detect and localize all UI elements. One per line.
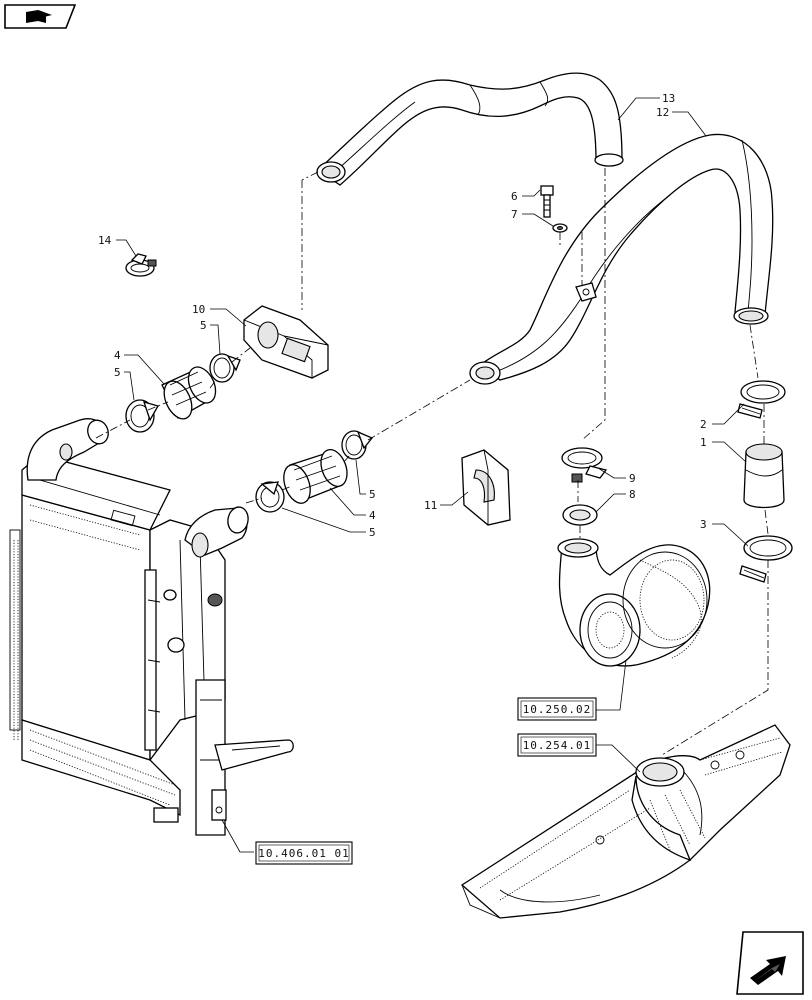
callout-5: 5 [369,526,376,539]
ref-label-intake-manifold: 10.254.01 [523,739,592,752]
seal-8[interactable] [562,504,598,526]
callout-4: 4 [114,349,121,362]
ref-box-intake-manifold[interactable]: 10.254.01 [517,733,597,757]
callout-14: 14 [98,234,112,247]
callout-1: 1 [700,436,707,449]
hose-4-lower[interactable] [279,446,352,507]
bracket-11[interactable] [461,449,511,526]
hose-4-upper[interactable] [159,363,221,423]
intake-manifold[interactable] [460,724,791,919]
turbocharger[interactable] [557,538,711,667]
clamp-5-a[interactable] [209,353,241,383]
radiator-assembly[interactable] [9,417,294,836]
clamp-14[interactable] [125,253,157,277]
clamp-9[interactable] [561,447,608,483]
callout-13: 13 [662,92,675,105]
book-flag-icon[interactable] [4,3,77,30]
clamp-5-c[interactable] [341,430,374,460]
callout-10: 10 [192,303,205,316]
callout-3: 3 [700,518,707,531]
callouts: 13 12 14 10 5 4 5 6 7 11 5 4 5 9 8 2 1 3 [98,92,707,539]
leader-lines [116,97,749,853]
clamp-3[interactable] [739,535,793,583]
ref-label-radiator: 10.406.01 01 [258,847,349,860]
clamp-2[interactable] [737,380,786,419]
sleeve-1[interactable] [743,443,785,509]
bolt-6[interactable] [540,185,554,218]
callout-5: 5 [200,319,207,332]
clamp-5-b[interactable] [125,399,159,433]
ref-label-turbocharger: 10.250.02 [523,703,592,716]
ref-box-turbocharger[interactable]: 10.250.02 [517,697,597,721]
callout-5: 5 [369,488,376,501]
callout-9: 9 [629,472,636,485]
callout-7: 7 [511,208,518,221]
assembly-lines [95,168,769,756]
callout-4: 4 [369,509,376,522]
hose-12[interactable] [469,133,774,385]
callout-12: 12 [656,106,669,119]
hose-13[interactable] [316,72,624,186]
callout-5: 5 [114,366,121,379]
ref-box-radiator[interactable]: 10.406.01 01 [255,841,353,865]
callout-2: 2 [700,418,707,431]
clamp-5-d[interactable] [255,481,285,513]
next-page-arrow-icon[interactable] [736,930,804,996]
callout-6: 6 [511,190,518,203]
callout-11: 11 [424,499,437,512]
callout-8: 8 [629,488,636,501]
bracket-10[interactable] [243,305,329,379]
washer-7[interactable] [552,223,568,233]
